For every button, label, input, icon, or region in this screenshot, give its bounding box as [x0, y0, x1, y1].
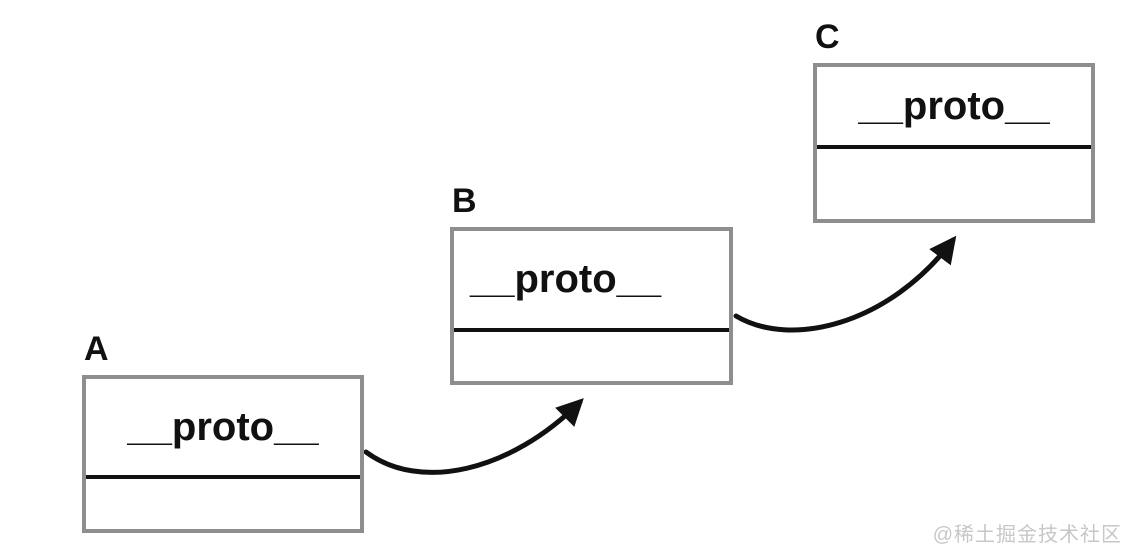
node-a-divider — [86, 475, 360, 479]
node-c-label: C — [815, 18, 840, 56]
node-b-box: __proto__ — [450, 227, 733, 385]
node-a-label: A — [84, 330, 109, 368]
node-c-divider — [817, 145, 1091, 149]
node-a-proto-field: __proto__ — [127, 404, 319, 449]
node-b-label: B — [452, 182, 477, 220]
arrow-b-to-c — [733, 235, 957, 333]
node-b-empty-slot — [454, 332, 729, 381]
node-a-empty-slot — [86, 479, 360, 529]
watermark: @稀土掘金技术社区 — [932, 524, 1122, 546]
node-c: C __proto__ — [813, 18, 1095, 223]
node-c-box: __proto__ — [813, 63, 1095, 223]
node-a-box: __proto__ — [82, 375, 364, 533]
node-b: B __proto__ — [450, 182, 733, 385]
node-c-proto-field: __proto__ — [858, 83, 1050, 128]
node-b-divider — [454, 328, 729, 332]
node-b-proto-field: __proto__ — [470, 257, 662, 301]
node-a: A __proto__ — [82, 330, 364, 533]
arrow-a-to-b — [363, 398, 584, 475]
node-c-empty-slot — [817, 149, 1091, 219]
